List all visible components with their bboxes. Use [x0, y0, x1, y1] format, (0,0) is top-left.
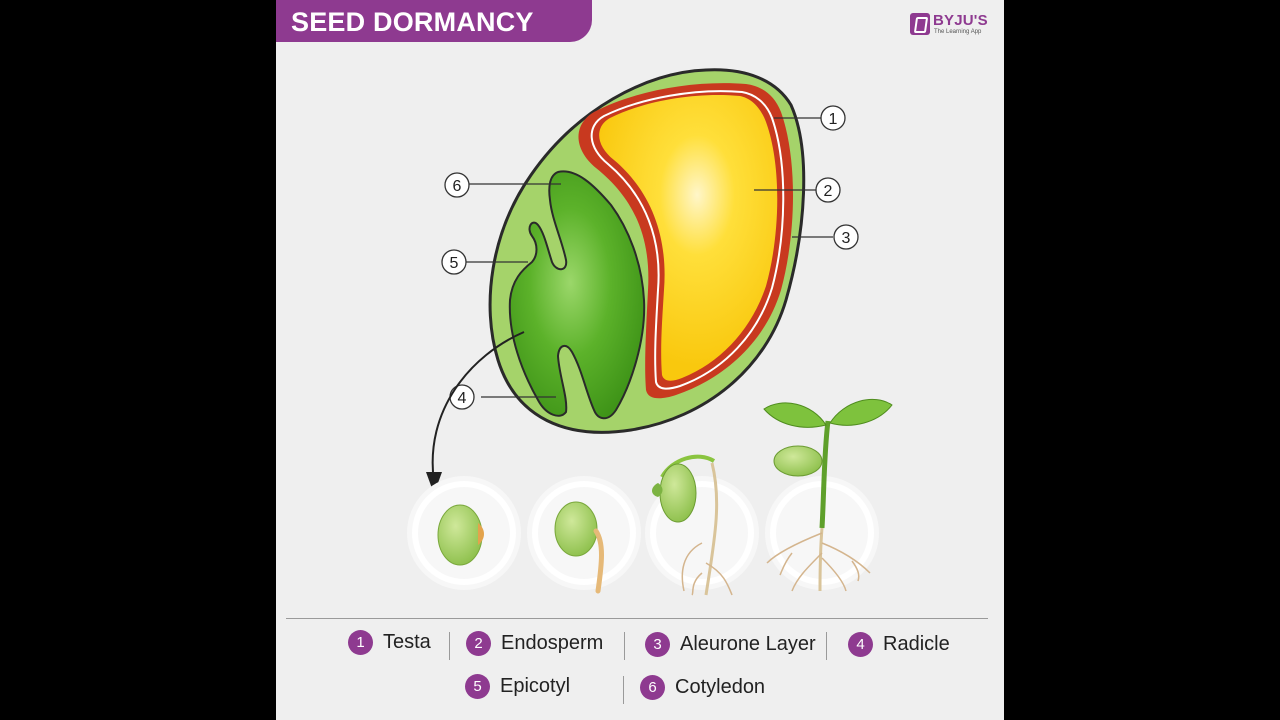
legend-item-cotyledon: 6 Cotyledon — [640, 674, 765, 700]
legend-divider — [286, 618, 988, 619]
legend-label: Aleurone Layer — [680, 632, 816, 655]
legend-label: Radicle — [883, 632, 950, 655]
callout-1: 1 — [820, 105, 846, 131]
title-banner: SEED DORMANCY — [276, 0, 592, 42]
page-title: SEED DORMANCY — [291, 7, 534, 37]
legend-item-endosperm: 2 Endosperm — [466, 630, 603, 656]
legend-label: Epicotyl — [500, 674, 571, 697]
brand-tagline: The Learning App — [934, 29, 982, 35]
legend-item-aleurone-layer: 3 Aleurone Layer — [645, 631, 816, 657]
callout-3-label: 3 — [842, 230, 851, 247]
legend-number-badge: 1 — [348, 629, 373, 655]
callout-6-label: 6 — [453, 178, 462, 195]
legend-number-badge: 4 — [848, 631, 873, 657]
legend-separator — [826, 632, 827, 660]
germination-stage-3 — [645, 454, 759, 596]
legend-item-epicotyl: 5 Epicotyl — [465, 673, 570, 699]
legend-separator — [624, 632, 625, 660]
germination-stage-1 — [407, 476, 521, 590]
legend-label: Cotyledon — [675, 675, 766, 698]
cotyledon — [508, 170, 646, 420]
legend-item-testa: 1 Testa — [348, 629, 431, 655]
curved-arrow — [431, 331, 525, 483]
brand-logo: BYJU'S The Learning App — [910, 12, 996, 38]
callout-1-label: 1 — [829, 111, 838, 128]
germination-stage-4 — [763, 398, 893, 592]
arrow-head-icon — [426, 472, 442, 494]
germination-stage-2 — [527, 476, 641, 594]
infographic-panel: SEED DORMANCY BYJU'S The Learning App — [276, 0, 1004, 720]
legend-item-radicle: 4 Radicle — [848, 631, 950, 657]
brand-logo-icon — [910, 13, 930, 35]
legend-label: Testa — [383, 630, 431, 653]
legend-number-badge: 3 — [645, 631, 670, 657]
callout-4: 4 — [449, 384, 475, 410]
legend-label: Endosperm — [501, 631, 604, 654]
callout-4-label: 4 — [458, 390, 467, 407]
endosperm — [599, 94, 778, 381]
callout-6: 6 — [444, 172, 470, 198]
callout-5: 5 — [441, 249, 467, 275]
legend-separator — [623, 676, 624, 704]
callout-2: 2 — [815, 177, 841, 203]
callout-5-label: 5 — [450, 255, 459, 272]
callout-2-label: 2 — [824, 183, 833, 200]
brand-name: BYJU'S — [933, 12, 988, 29]
legend-number-badge: 5 — [465, 673, 490, 699]
legend-number-badge: 6 — [640, 674, 665, 700]
legend-number-badge: 2 — [466, 630, 491, 656]
legend-separator — [449, 632, 450, 660]
seed-diagram: 1 2 3 4 5 6 — [407, 68, 893, 596]
callout-3: 3 — [833, 224, 859, 250]
